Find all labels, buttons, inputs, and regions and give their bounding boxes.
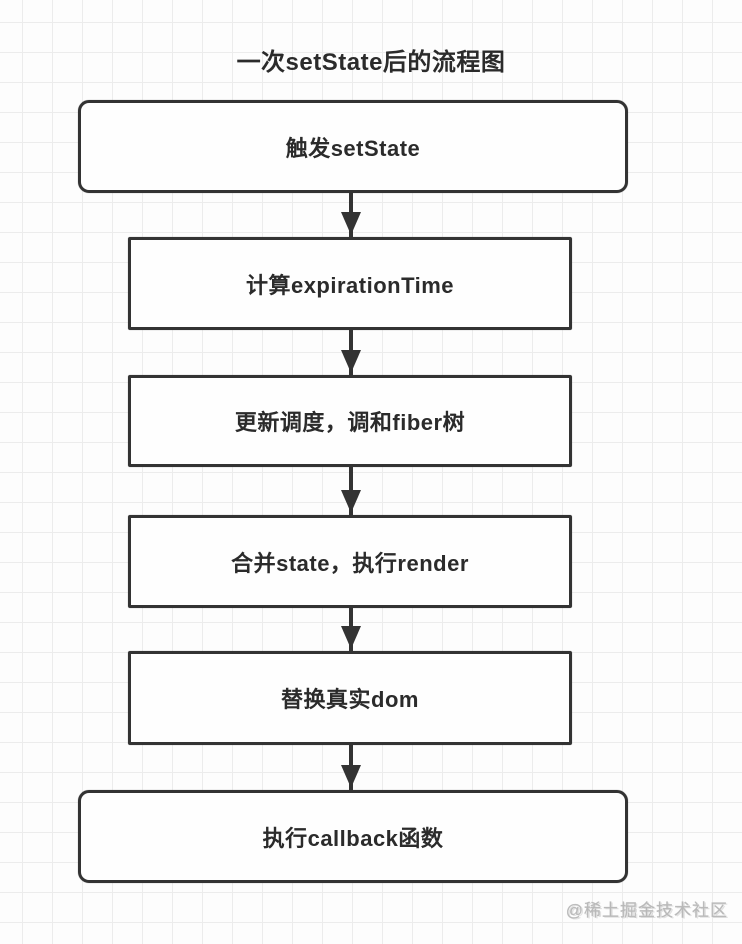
- flow-node-compute-expirationtime: 计算expirationTime: [128, 237, 572, 330]
- flow-node-replace-real-dom: 替换真实dom: [128, 651, 572, 745]
- flow-node-label: 触发setState: [285, 135, 421, 161]
- flow-node-execute-callback: 执行callback函数: [78, 790, 628, 883]
- flow-node-trigger-setstate: 触发setState: [78, 100, 628, 193]
- arrowhead-down-icon: [341, 350, 361, 373]
- arrowhead-down-icon: [341, 212, 361, 235]
- flow-node-update-schedule-fiber: 更新调度，调和fiber树: [128, 375, 572, 467]
- flow-node-label: 执行callback函数: [262, 825, 444, 851]
- flow-node-label: 替换真实dom: [281, 687, 419, 712]
- arrowhead-down-icon: [341, 490, 361, 513]
- flow-node-label: 更新调度，调和fiber树: [234, 410, 466, 435]
- arrowhead-down-icon: [341, 626, 361, 649]
- flow-node-merge-state-run-render: 合并state，执行render: [128, 515, 572, 608]
- flow-node-label: 合并state，执行render: [231, 550, 469, 576]
- diagram-title: 一次setState后的流程图: [236, 49, 506, 76]
- juejin-watermark: @稀土掘金技术社区: [565, 901, 728, 920]
- arrowhead-down-icon: [341, 765, 361, 788]
- flow-node-label: 计算expirationTime: [245, 272, 455, 298]
